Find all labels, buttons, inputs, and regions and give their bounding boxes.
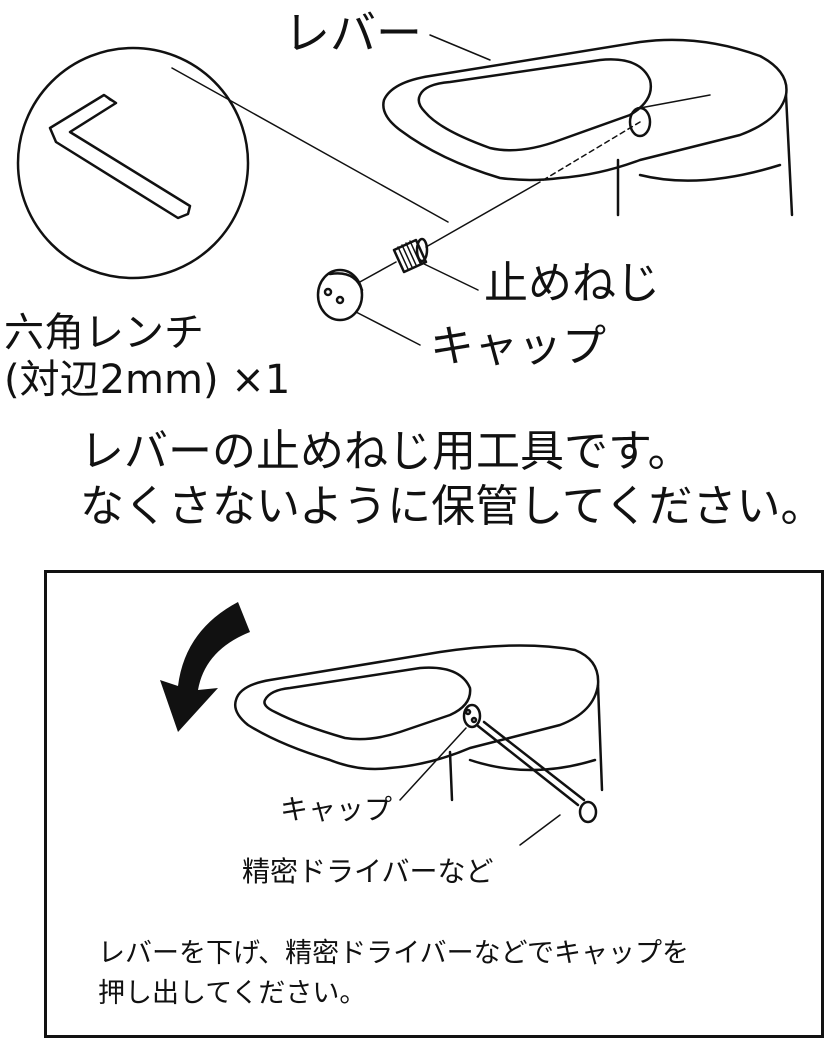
set-screw-leader-line [419,261,479,291]
instruction-box [44,570,824,1038]
lever-label: レバー [284,6,422,60]
tool-leader-line [519,814,561,846]
set-screw-icon [392,237,429,274]
instruction-text-line-1: レバーを下げ、精密ドライバーなどでキャップを [98,938,690,969]
note-line-1: レバーの止めねじ用工具です。 [80,426,692,477]
note-line-2: なくさないように保管してください。 [80,481,825,532]
wrench-spec: (対辺2mm) ×1 [4,357,291,403]
lever-illustration-2 [234,644,604,802]
cap-leader-line-2 [399,727,467,801]
lever-down-arrow-icon [160,602,250,732]
wrench-detail-circle [16,46,250,280]
wrench-leader-line [171,67,449,223]
set-screw-label: 止めねじ [484,258,660,309]
lever-leader-line [429,34,491,61]
lever-illustration [382,38,794,217]
tool-label: 精密ドライバーなど [242,855,494,888]
cap-label: キャップ [430,321,606,372]
precision-screwdriver-icon [476,720,598,824]
cap-leader-line [355,311,421,346]
exploded-view-illustration [16,34,794,346]
instruction-text-line-2: 押し出してください。 [98,978,367,1009]
cap-icon [316,268,364,322]
wrench-name: 六角レンチ [4,310,204,356]
cap-label-2: キャップ [280,793,393,826]
